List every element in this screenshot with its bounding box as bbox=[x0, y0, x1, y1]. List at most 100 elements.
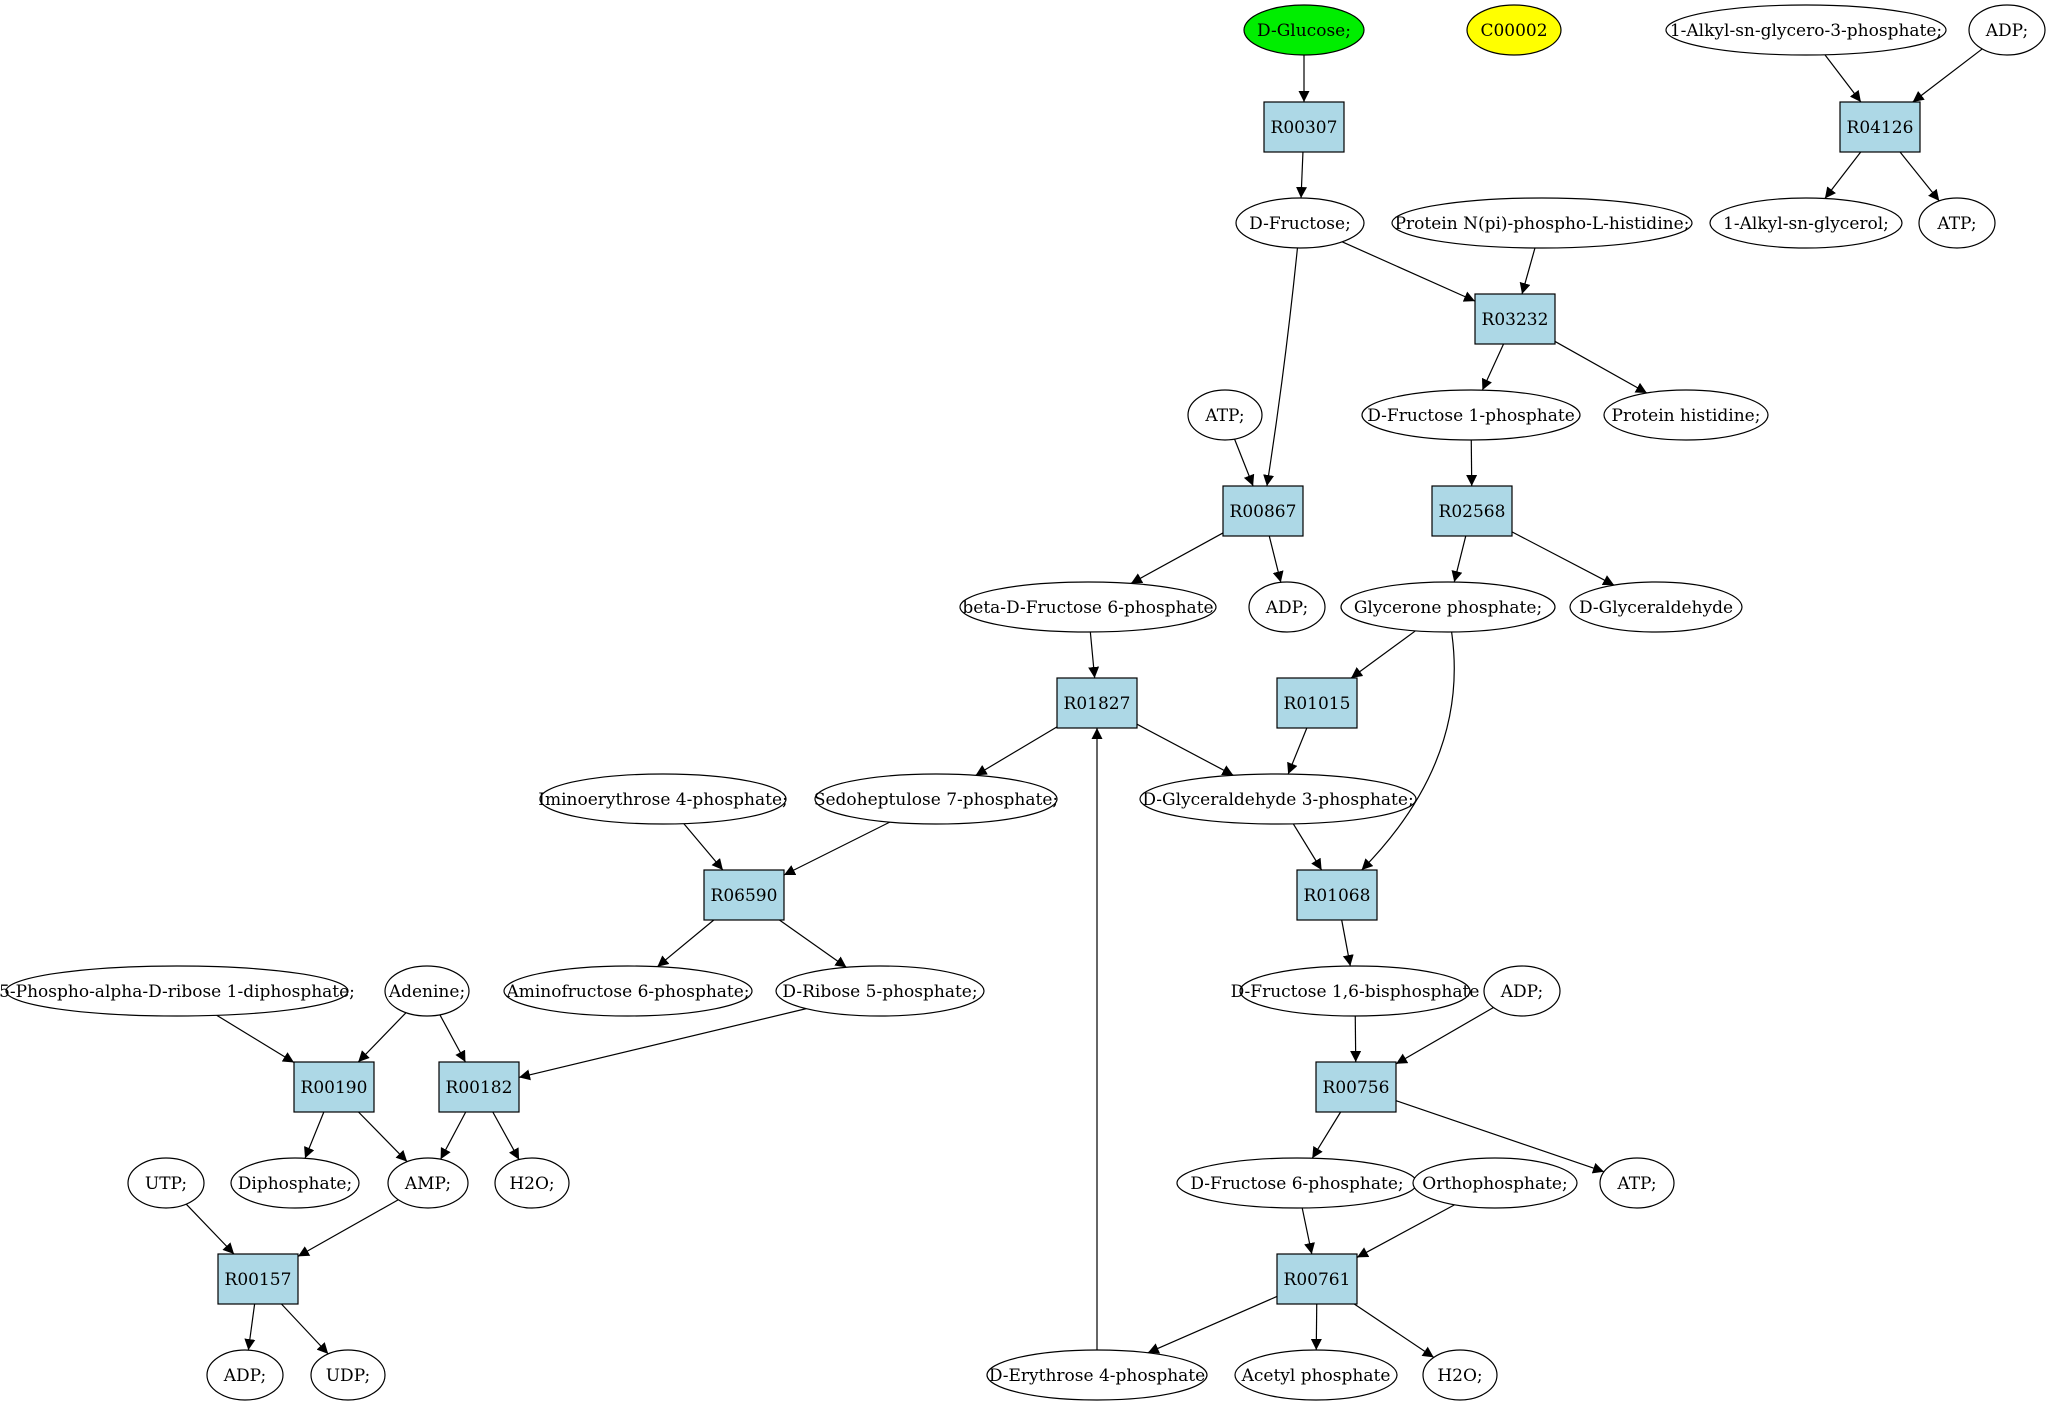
compound-node-fructose6p[interactable]: D-Fructose 6-phosphate; bbox=[1176, 1157, 1418, 1209]
edge-glycerone_p-to-r01015 bbox=[1350, 630, 1416, 679]
reaction-box bbox=[1431, 485, 1513, 537]
compound-node-erythrose4p[interactable]: D-Erythrose 4-phosphate bbox=[986, 1349, 1208, 1401]
compound-node-fructose1p[interactable]: D-Fructose 1-phosphate bbox=[1361, 389, 1581, 441]
edge-sedoheptulose-to-r06590 bbox=[783, 821, 891, 876]
compound-label: Aminofructose 6-phosphate; bbox=[505, 982, 749, 1002]
reaction-box bbox=[1056, 677, 1138, 729]
reaction-node-r01827[interactable]: R01827 bbox=[1056, 677, 1138, 729]
reaction-node-r00182[interactable]: R00182 bbox=[438, 1061, 520, 1113]
compound-label: UTP; bbox=[145, 1174, 187, 1194]
compound-shape bbox=[230, 1157, 360, 1209]
edge-r04126-to-alkylglycerol bbox=[1824, 151, 1862, 199]
reaction-node-r01068[interactable]: R01068 bbox=[1296, 869, 1378, 921]
edge-r01827-to-gap bbox=[1136, 723, 1234, 776]
compound-label: Iminoerythrose 4-phosphate; bbox=[538, 790, 788, 810]
reaction-node-r00190[interactable]: R00190 bbox=[293, 1061, 375, 1113]
compound-node-gap[interactable]: D-Glyceraldehyde 3-phosphate; bbox=[1139, 773, 1417, 825]
reaction-box bbox=[1315, 1061, 1397, 1113]
compound-node-h2o_left[interactable]: H2O; bbox=[494, 1157, 570, 1209]
reaction-node-r02568[interactable]: R02568 bbox=[1431, 485, 1513, 537]
compound-node-atp_right[interactable]: ATP; bbox=[1599, 1157, 1675, 1209]
reaction-node-r00157[interactable]: R00157 bbox=[217, 1253, 299, 1305]
reaction-node-r06590[interactable]: R06590 bbox=[703, 869, 785, 921]
compound-node-prpp[interactable]: 5-Phospho-alpha-D-ribose 1-diphosphate; bbox=[0, 965, 355, 1017]
edge-iminoerythrose-to-r06590 bbox=[683, 823, 724, 871]
reaction-node-r04126[interactable]: R04126 bbox=[1839, 101, 1921, 153]
compound-node-adp_mid[interactable]: ADP; bbox=[1248, 581, 1326, 633]
compound-node-c00002[interactable]: C00002 bbox=[1466, 4, 1562, 56]
edge-r00867-to-bfructose6p bbox=[1130, 532, 1224, 584]
edge-r00182-to-h2o_left bbox=[492, 1111, 520, 1160]
compound-label: D-Glyceraldehyde 3-phosphate; bbox=[1142, 790, 1413, 810]
compound-label: AMP; bbox=[404, 1174, 451, 1194]
compound-node-bfructose6p[interactable]: beta-D-Fructose 6-phosphate bbox=[959, 581, 1217, 633]
reaction-node-r00761[interactable]: R00761 bbox=[1276, 1253, 1358, 1305]
reaction-box bbox=[1474, 293, 1556, 345]
compound-shape bbox=[1234, 1349, 1398, 1401]
edge-utp-to-r00157 bbox=[185, 1203, 235, 1255]
compound-node-alkylglycerol[interactable]: 1-Alkyl-sn-glycerol; bbox=[1709, 197, 1903, 249]
reaction-box bbox=[438, 1061, 520, 1113]
compound-node-adp_top[interactable]: ADP; bbox=[1968, 4, 2046, 56]
edge-fructose-to-r03232 bbox=[1341, 241, 1476, 302]
reaction-node-r03232[interactable]: R03232 bbox=[1474, 293, 1556, 345]
reaction-node-r00307[interactable]: R00307 bbox=[1263, 101, 1345, 153]
compound-shape bbox=[775, 965, 985, 1017]
compound-node-atp_mid[interactable]: ATP; bbox=[1187, 389, 1263, 441]
compound-shape bbox=[206, 1349, 284, 1401]
edge-r02568-to-glyceraldehyde bbox=[1511, 531, 1615, 586]
compound-node-udp[interactable]: UDP; bbox=[310, 1349, 386, 1401]
edge-adenine-to-r00190 bbox=[357, 1012, 407, 1063]
compound-shape bbox=[1483, 965, 1561, 1017]
edge-adp_r756-to-r00756 bbox=[1395, 1006, 1494, 1065]
compound-node-orthophosphate[interactable]: Orthophosphate; bbox=[1412, 1157, 1578, 1209]
compound-node-fbp[interactable]: D-Fructose 1,6-bisphosphate bbox=[1231, 965, 1480, 1017]
reaction-box bbox=[703, 869, 785, 921]
compound-node-sedoheptulose[interactable]: Sedoheptulose 7-phosphate; bbox=[814, 773, 1058, 825]
compound-label: D-Ribose 5-phosphate; bbox=[782, 982, 977, 1002]
compound-node-glycerone_p[interactable]: Glycerone phosphate; bbox=[1340, 581, 1556, 633]
edge-alkylglycero3p-to-r04126 bbox=[1824, 54, 1862, 103]
edge-ribose5p-to-r00182 bbox=[518, 1008, 807, 1081]
compound-shape bbox=[503, 965, 753, 1017]
compound-node-glyceraldehyde[interactable]: D-Glyceraldehyde bbox=[1569, 581, 1743, 633]
compound-label: ADP; bbox=[1265, 598, 1308, 618]
reaction-box bbox=[293, 1061, 375, 1113]
compound-node-amp[interactable]: AMP; bbox=[387, 1157, 469, 1209]
compound-shape bbox=[1709, 197, 1903, 249]
compound-label: Sedoheptulose 7-phosphate; bbox=[814, 790, 1058, 810]
compound-node-adp_r756[interactable]: ADP; bbox=[1483, 965, 1561, 1017]
compound-label: Protein histidine; bbox=[1612, 406, 1761, 426]
edge-r00761-to-h2o_right bbox=[1353, 1303, 1435, 1358]
compound-node-h2o_right[interactable]: H2O; bbox=[1422, 1349, 1498, 1401]
compound-node-acetylp[interactable]: Acetyl phosphate bbox=[1234, 1349, 1398, 1401]
reaction-node-r00867[interactable]: R00867 bbox=[1222, 485, 1304, 537]
compound-node-protein_his[interactable]: Protein histidine; bbox=[1603, 389, 1769, 441]
compound-node-adp_bottom[interactable]: ADP; bbox=[206, 1349, 284, 1401]
compound-node-atp_top[interactable]: ATP; bbox=[1918, 197, 1996, 249]
compound-node-fructose[interactable]: D-Fructose; bbox=[1235, 197, 1365, 249]
edge-adenine-to-r00182 bbox=[439, 1014, 466, 1063]
reaction-node-r00756[interactable]: R00756 bbox=[1315, 1061, 1397, 1113]
compound-shape bbox=[1412, 1157, 1578, 1209]
edge-r00157-to-udp bbox=[280, 1303, 329, 1355]
compound-label: UDP; bbox=[326, 1366, 371, 1386]
compound-shape bbox=[1235, 197, 1365, 249]
compound-shape bbox=[1243, 4, 1365, 56]
compound-node-glucose[interactable]: D-Glucose; bbox=[1243, 4, 1365, 56]
compound-node-iminoerythrose[interactable]: Iminoerythrose 4-phosphate; bbox=[538, 773, 788, 825]
edge-r00761-to-erythrose4p bbox=[1147, 1295, 1278, 1354]
edge-prpp-to-r00190 bbox=[216, 1014, 295, 1064]
compound-node-protein_np[interactable]: Protein N(pi)-phospho-L-histidine; bbox=[1391, 197, 1693, 249]
compound-node-alkylglycero3p[interactable]: 1-Alkyl-sn-glycero-3-phosphate; bbox=[1665, 4, 1947, 56]
compound-shape bbox=[1603, 389, 1769, 441]
compound-node-utp[interactable]: UTP; bbox=[127, 1157, 205, 1209]
compound-node-adenine[interactable]: Adenine; bbox=[384, 965, 470, 1017]
reaction-node-r01015[interactable]: R01015 bbox=[1276, 677, 1358, 729]
compound-node-ribose5p[interactable]: D-Ribose 5-phosphate; bbox=[775, 965, 985, 1017]
compound-shape bbox=[1918, 197, 1996, 249]
reaction-label: R01015 bbox=[1284, 694, 1351, 714]
compound-node-aminofructose[interactable]: Aminofructose 6-phosphate; bbox=[503, 965, 753, 1017]
edge-r04126-to-atp_top bbox=[1899, 151, 1940, 202]
compound-node-diphosphate[interactable]: Diphosphate; bbox=[230, 1157, 360, 1209]
